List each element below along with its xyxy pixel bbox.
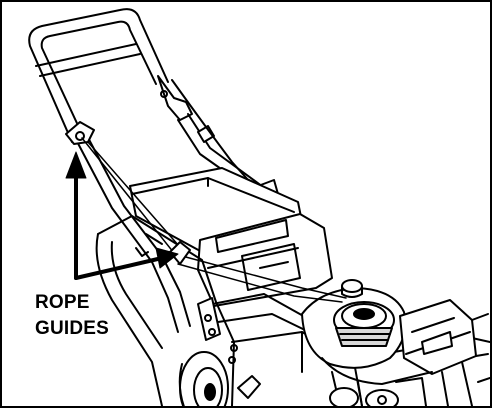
rope-guides-label-line1: ROPE (35, 292, 90, 313)
rope-guides-label: ROPE GUIDES (35, 290, 109, 342)
engine (301, 279, 490, 406)
arrow-head-upper (65, 151, 87, 179)
rope-guides-label-line2: GUIDES (35, 318, 110, 339)
starter-rope (81, 137, 347, 303)
callout-arrows (74, 172, 164, 280)
rear-guard (197, 213, 333, 307)
rear-wheel (178, 351, 229, 406)
arrow-head-right (155, 247, 179, 269)
